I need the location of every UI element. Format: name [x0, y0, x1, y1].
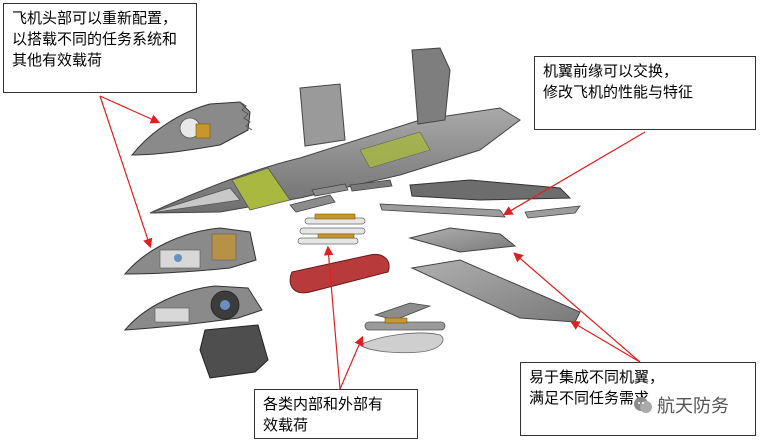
wing-upper	[379, 179, 581, 219]
watermark: 航天防务	[633, 392, 729, 418]
callout-payloads: 各类内部和外部有 效载荷	[254, 389, 418, 439]
wing-lower	[410, 259, 581, 323]
leading-edge-strip	[379, 203, 506, 218]
watermark-text: 航天防务	[657, 396, 729, 417]
canopy-accent	[231, 167, 291, 211]
nose-option-empty	[199, 324, 269, 379]
callout-leading-edge: 机翼前缘可以交换， 修改飞机的性能与特征	[534, 56, 756, 130]
nose-option-top	[130, 101, 253, 156]
conformal-tank	[289, 253, 390, 294]
external-payloads	[359, 302, 446, 354]
wechat-icon	[634, 397, 652, 413]
internal-missiles	[297, 213, 366, 245]
fuselage	[149, 107, 521, 214]
bay-panels	[289, 179, 393, 213]
nose-option-middle	[123, 227, 257, 275]
vertical-tails	[299, 47, 451, 147]
nose-option-lower	[123, 285, 263, 331]
wing-middle	[408, 227, 517, 253]
callout-nose-reconfig: 飞机头部可以重新配置， 以搭载不同的任务系统和 其他有效载荷	[3, 3, 197, 93]
annotation-arrows	[99, 95, 646, 390]
